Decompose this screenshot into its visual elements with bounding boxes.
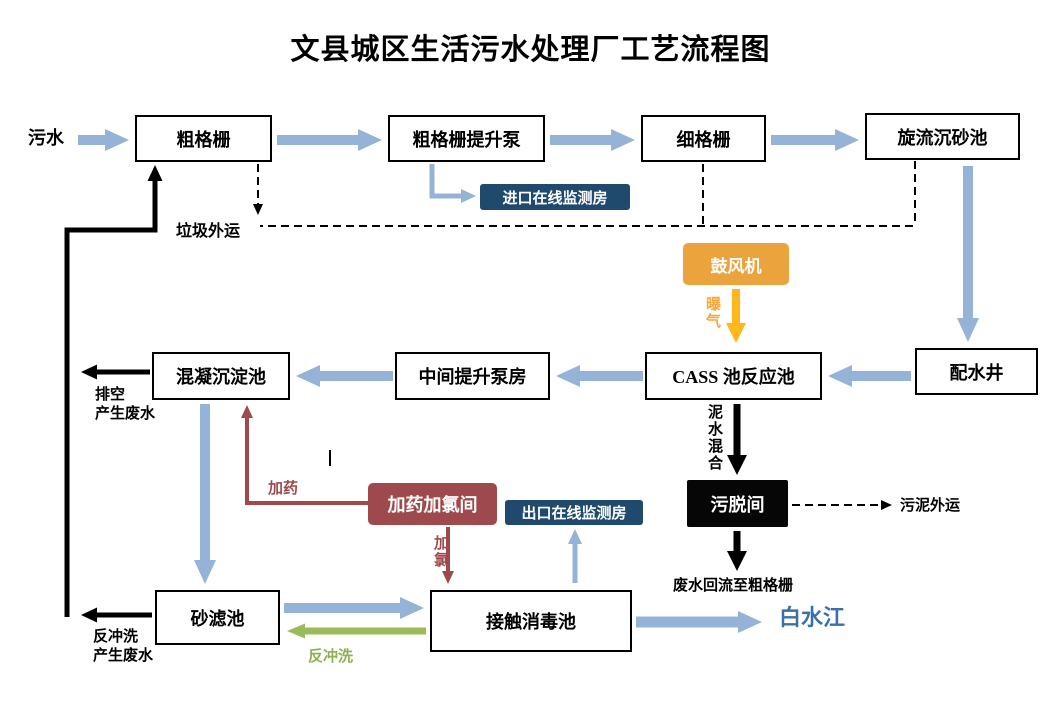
label-wastewater-return: 废水回流至粗格栅 (673, 578, 794, 594)
box-contact-disinfection: 接触消毒池 (430, 590, 632, 652)
box-fine-screen: 细格栅 (641, 115, 766, 162)
label-aeration: 曝气 (704, 296, 720, 330)
box-dosing-chlorination-room: 加药加氯间 (368, 483, 497, 525)
box-inlet-online-monitor: 进口在线监测房 (480, 184, 630, 210)
box-coagulation-sedimentation: 混凝沉淀池 (152, 352, 290, 400)
label-dosing: 加药 (268, 481, 299, 497)
arrow-dosing-to-coagulation (241, 405, 368, 505)
label-drain-wastewater: 排空 产生废水 (95, 387, 156, 422)
box-coarse-screen: 粗格栅 (135, 115, 272, 162)
cursor-artifact-mark (329, 450, 331, 466)
box-vortex-grit-chamber: 旋流沉砂池 (865, 113, 1020, 160)
box-intermediate-pump-house: 中间提升泵房 (395, 352, 550, 400)
box-blower: 鼓风机 (683, 243, 789, 285)
label-backwash-wastewater: 反冲洗 产生废水 (93, 629, 154, 664)
box-distribution-well: 配水井 (915, 348, 1038, 395)
box-sludge-dewatering-room: 污脱间 (687, 480, 788, 527)
box-cass-reactor: CASS 池反应池 (645, 352, 822, 400)
label-sludge-water-mix: 泥水混合 (706, 404, 722, 472)
box-outlet-online-monitor: 出口在线监测房 (505, 500, 643, 525)
label-river: 白水江 (779, 605, 846, 630)
page-title: 文县城区生活污水处理厂工艺流程图 (290, 34, 771, 66)
box-sand-filter: 砂滤池 (155, 590, 280, 645)
arrow-pump-to-inlet-monitor (429, 164, 476, 203)
label-sludge-out: 污泥外运 (900, 498, 961, 514)
label-garbage-out: 垃圾外运 (176, 223, 241, 240)
box-coarse-screen-pump: 粗格栅提升泵 (388, 115, 545, 162)
label-backwash: 反冲洗 (308, 649, 354, 665)
label-influent: 污水 (28, 128, 64, 148)
line-waste-return-to-coarse-screen (64, 165, 163, 617)
label-chlorination: 加氯 (432, 535, 448, 569)
